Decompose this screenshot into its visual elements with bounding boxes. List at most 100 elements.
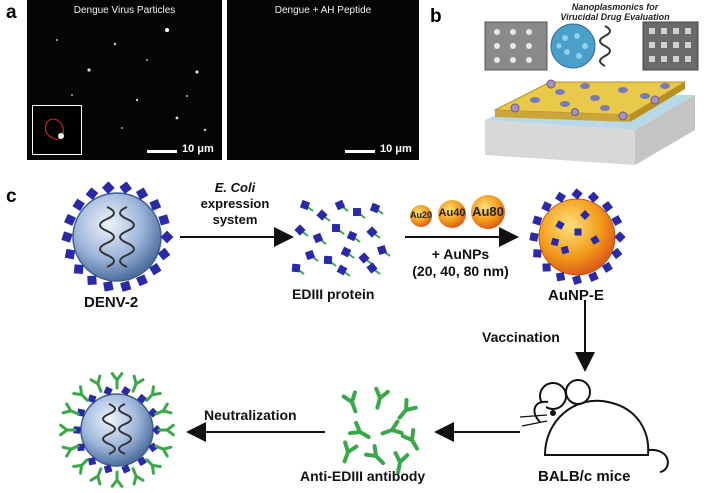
protein-domain (346, 230, 358, 242)
antibody-glyph (59, 423, 77, 437)
scale-bar-left (147, 150, 177, 153)
epitope-diamond (587, 191, 600, 203)
scale-bar-right (345, 150, 375, 153)
epitope-diamond (611, 215, 623, 227)
epitope-diamond (158, 214, 170, 226)
add-aunps-label: + AuNPs (431, 246, 490, 262)
epitope-diamond (137, 393, 147, 404)
epitope-diamond (101, 181, 115, 195)
step-expression-text: E. Coli expression system (185, 180, 285, 228)
antibody-glyph (342, 440, 359, 464)
protein-domain (323, 255, 333, 265)
epitope-diamond (121, 464, 131, 474)
aunp-e-label: AuNP-E (548, 287, 604, 304)
epitope-diamond (73, 264, 84, 274)
antibody-glyph (348, 420, 371, 439)
aunp-sizes-label: (20, 40, 80 nm) (412, 263, 509, 279)
micrograph-virus-particles: Dengue Virus Particles 10 μm (27, 0, 222, 160)
antibody-glyph (89, 467, 103, 486)
micrograph-with-peptide: Dengue + AH Peptide 10 μm (227, 0, 419, 160)
np-label-au80: Au80 (472, 204, 504, 219)
panel-letter-b: b (430, 6, 442, 27)
epitope-diamond (103, 464, 113, 474)
protein-domain (376, 244, 388, 256)
antibody-glyph (397, 398, 418, 420)
protein-domain (312, 232, 324, 244)
inset-particle (44, 118, 64, 140)
epitope-diamond (611, 247, 623, 260)
step-aunp-text: + AuNPs (20, 40, 80 nm) (398, 246, 523, 280)
protein-domain (366, 226, 378, 238)
antibody-glyph (89, 374, 103, 393)
protein-domain (299, 199, 311, 211)
panel-b-title: Nanoplasmonics for Virucidal Drug Evalua… (540, 2, 690, 22)
inset-zoom-box (32, 105, 82, 155)
panel-b-title-line2: Virucidal Drug Evaluation (560, 12, 670, 22)
epitope-diamond (614, 231, 626, 243)
mouse-icon (519, 379, 669, 473)
epitope-diamond (152, 425, 162, 435)
antibody-cluster (341, 386, 419, 474)
epitope-diamond (64, 248, 76, 260)
protein-domain (352, 207, 362, 217)
epitope-diamond (120, 280, 132, 292)
neutralized-virus (59, 372, 175, 488)
epitope-diamond (61, 231, 73, 243)
antibody-glyph (374, 386, 390, 410)
system-label: system (212, 212, 258, 227)
protein-domain (366, 262, 378, 274)
epitope-diamond (542, 263, 551, 272)
epitope-diamond (157, 247, 171, 261)
epitope-diamond (87, 275, 97, 286)
protein-domain (334, 199, 346, 211)
epitope-diamond (601, 200, 614, 213)
epitope-diamond (73, 426, 81, 434)
antibody-glyph (72, 458, 89, 475)
epitope-diamond (121, 386, 131, 396)
mouse-label: BALB/c mice (538, 468, 631, 485)
scale-label-right: 10 μm (380, 143, 412, 155)
protein-domain (358, 252, 370, 264)
epitope-diamond (103, 386, 113, 396)
panel-letter-a: a (6, 2, 17, 23)
antibody-glyph (61, 402, 80, 416)
epitope-diamond (580, 210, 590, 220)
epitope-diamond (560, 245, 570, 255)
epitope-diamond (119, 181, 132, 195)
antibody-glyph (154, 444, 173, 458)
denv2-label: DENV-2 (84, 294, 139, 311)
epitope-diamond (103, 281, 114, 292)
epitope-diamond (555, 220, 565, 230)
antibody-glyph (110, 470, 124, 488)
epitope-diamond (555, 191, 567, 203)
epitope-diamond (149, 198, 162, 211)
epitope-diamond (601, 261, 613, 273)
ediii-protein-cluster (291, 199, 391, 277)
epitope-diamond (550, 237, 560, 247)
expression-label: expression (200, 196, 270, 211)
ediii-protein-label: EDIII protein (292, 286, 375, 302)
protein-domain (340, 246, 352, 258)
antibody-glyph (131, 374, 145, 393)
epitope-diamond (571, 188, 583, 200)
antibody-glyph (131, 467, 145, 486)
protein-domain (336, 264, 348, 276)
epitope-diamond (135, 187, 149, 200)
protein-domain (369, 202, 381, 214)
np-label-au20: Au20 (410, 210, 433, 220)
epitope-diamond (590, 235, 600, 245)
epitope-diamond (529, 232, 539, 242)
neutralization-label: Neutralization (204, 407, 297, 423)
scale-label-left: 10 μm (182, 143, 214, 155)
antibody-glyph (110, 372, 124, 390)
antibody-glyph (400, 428, 419, 451)
epitope-diamond (532, 215, 543, 226)
epitope-diamond (87, 394, 97, 404)
panel-b-title-line1: Nanoplasmonics for (571, 2, 659, 12)
epitope-diamond (88, 457, 97, 466)
protein-domain (316, 209, 328, 221)
epitope-diamond (572, 275, 582, 285)
aunp-e-particle (529, 188, 626, 285)
protein-domain (291, 263, 301, 273)
